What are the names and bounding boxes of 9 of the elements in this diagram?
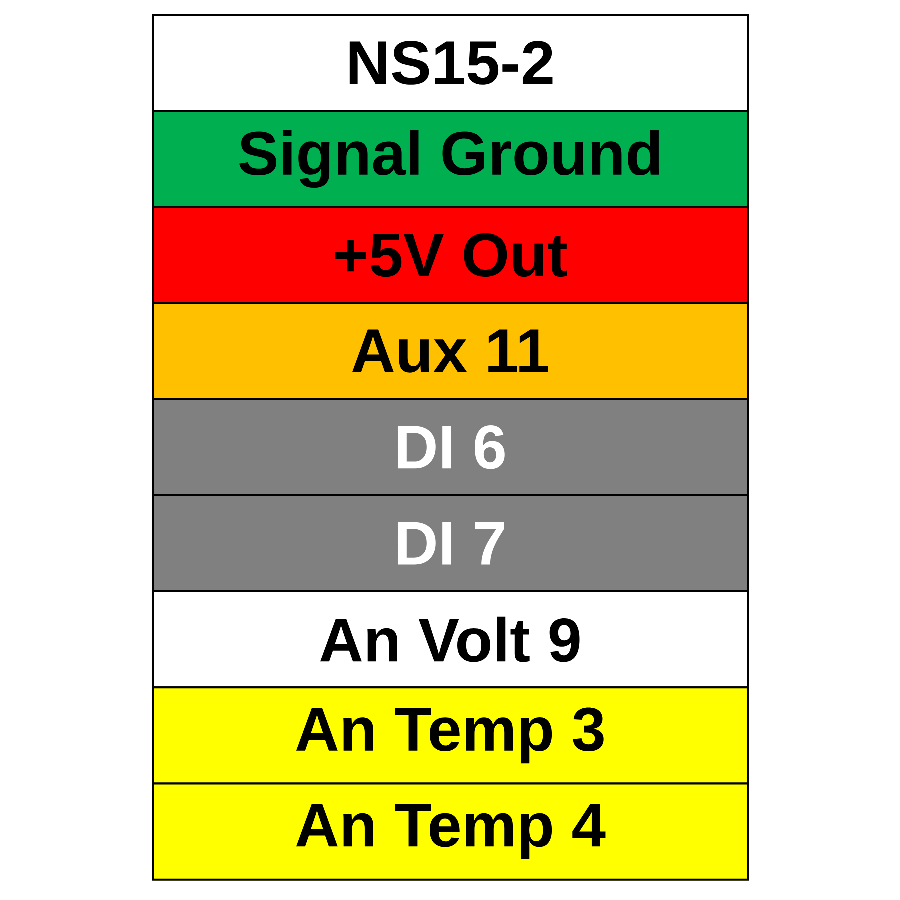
pin-row: DI 7 (152, 494, 749, 593)
pin-row: NS15-2 (152, 14, 749, 112)
pin-row: Aux 11 (152, 302, 749, 400)
pin-row: Signal Ground (152, 110, 749, 208)
pin-row: An Volt 9 (152, 590, 749, 689)
pin-row: An Temp 4 (152, 782, 749, 881)
pin-row: DI 6 (152, 398, 749, 496)
pin-row: +5V Out (152, 206, 749, 304)
pin-row: An Temp 3 (152, 686, 749, 785)
